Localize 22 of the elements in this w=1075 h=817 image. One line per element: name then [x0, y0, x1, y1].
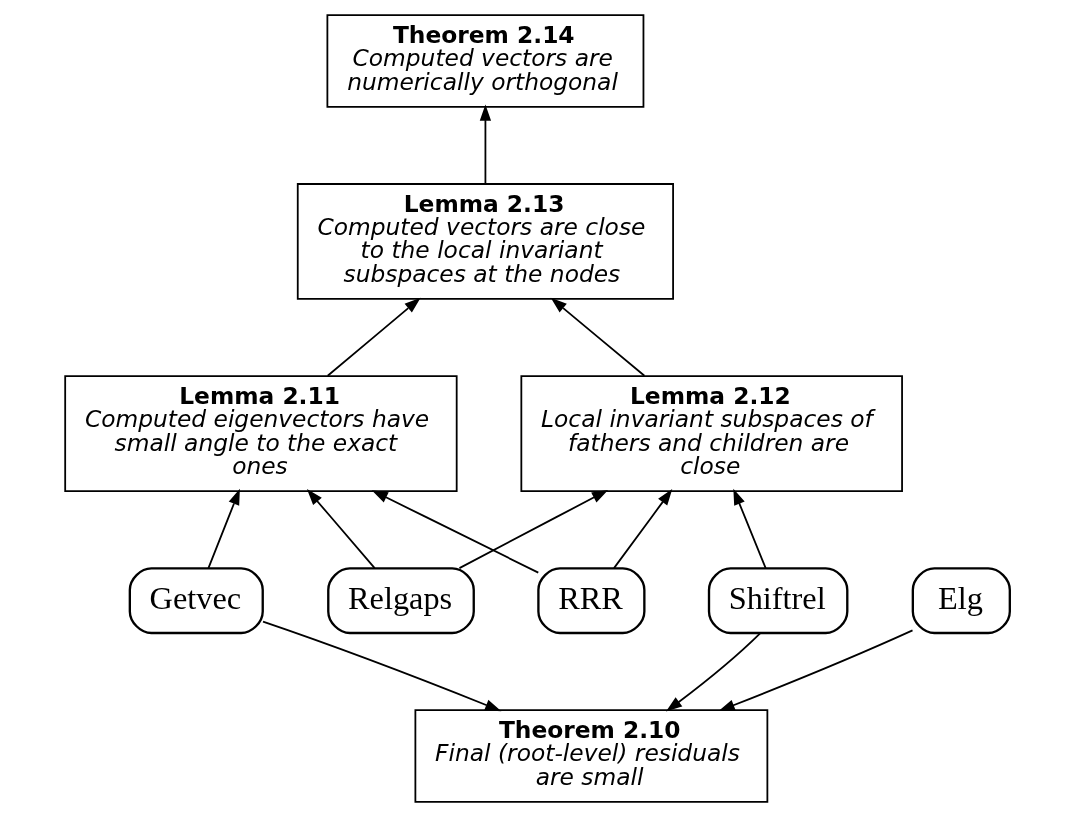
node-box: Theorem 2.10 Final (root-level) residuals are small — [414, 709, 769, 803]
node-box: Elg — [911, 567, 1011, 635]
arrow — [326, 297, 421, 377]
arrow — [207, 488, 240, 569]
arrow — [718, 629, 914, 712]
node-box: Lemma 2.12 Local invariant subspaces of fathers and children are close — [520, 375, 903, 492]
node-box: Shiftrel — [707, 567, 849, 635]
arrow — [458, 489, 609, 569]
arrow — [550, 297, 646, 377]
arrow — [306, 489, 376, 569]
arrow — [371, 490, 540, 574]
arrow — [479, 104, 492, 185]
arrow — [262, 620, 502, 712]
node-box: Lemma 2.13 Computed vectors are close to the local invariant subspaces at the nodes — [296, 183, 674, 300]
node-box: Getvec — [128, 567, 264, 635]
node-box: Theorem 2.14 Computed vectors are numerically orthogonal — [326, 14, 645, 108]
arrow — [665, 632, 762, 712]
node-box: Lemma 2.11 Computed eigenvectors have small angle to the exact ones — [64, 375, 458, 492]
arrow — [733, 488, 767, 569]
node-box: Relgaps — [327, 567, 475, 635]
arrow — [613, 489, 673, 569]
node-box: RRR — [537, 567, 646, 635]
